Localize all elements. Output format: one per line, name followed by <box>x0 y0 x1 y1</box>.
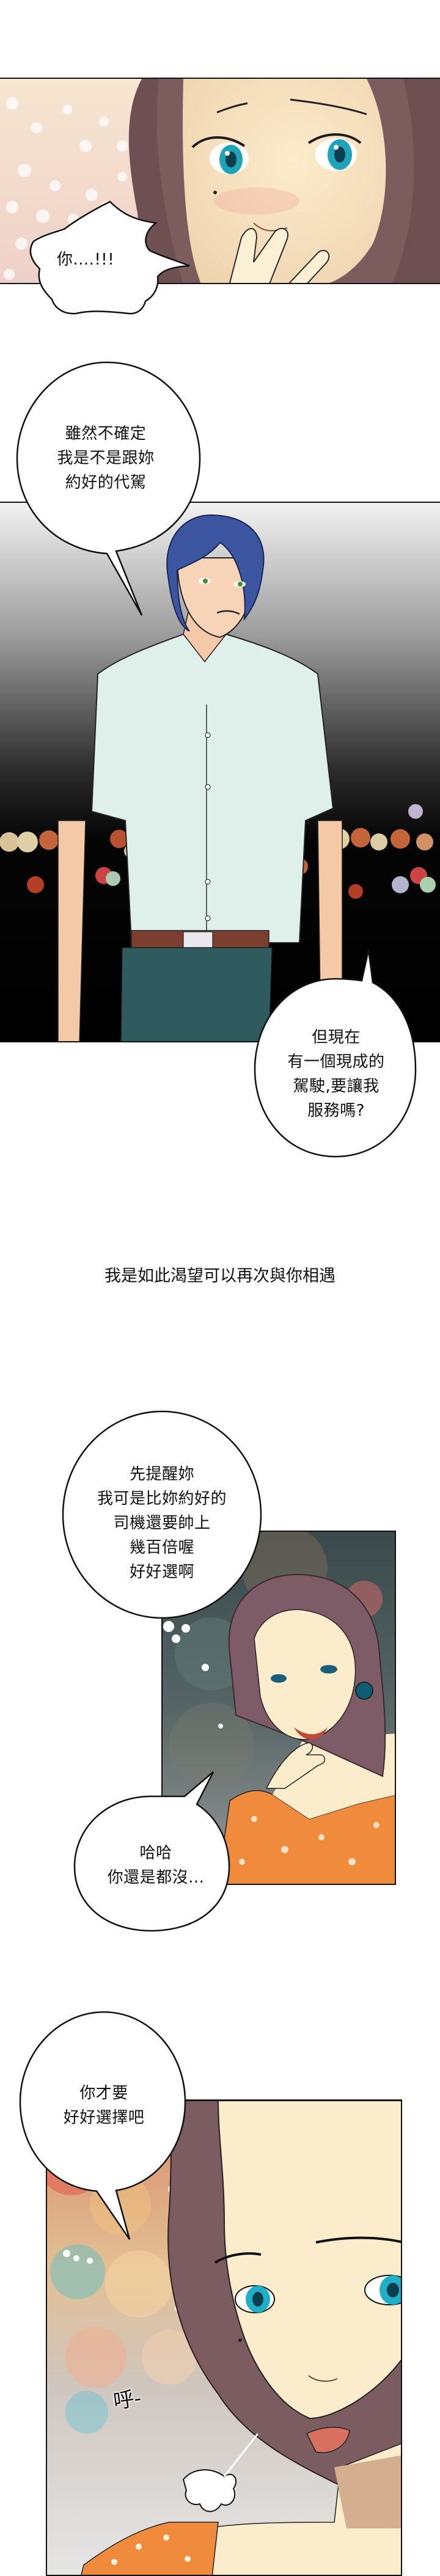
bubble-6-text: 你才要 好好選擇吧 <box>63 2084 145 2127</box>
speech-bubble-3 <box>254 950 417 1158</box>
sfx-sigh: 呼- <box>111 2385 143 2414</box>
bubble-4-text: 先提醒妳 我可是比妳約好的 司機還要帥上 幾百倍喔 好好選啊 <box>97 1465 227 1581</box>
narration-caption: 我是如此渴望可以再次與你相遇 <box>105 1267 336 1286</box>
panel-4-art <box>47 2101 401 2575</box>
breath-puff-icon <box>182 2469 237 2512</box>
panel-2-art <box>0 503 440 1041</box>
bubble-2-text: 雖然不確定 我是不是跟妳 約好的代駕 <box>57 425 155 492</box>
panel-2-man-night <box>0 502 440 1042</box>
panel-3-woman-laughing <box>161 1531 396 1885</box>
bubble-5-text: 哈哈 你還是都沒... <box>107 1844 205 1887</box>
bubble-1-text: 你....!!! <box>56 251 115 269</box>
speech-bubble-2 <box>16 361 201 616</box>
city-lights-bokeh <box>0 783 436 899</box>
panel-3-art <box>163 1532 395 1884</box>
speech-bubble-1 <box>29 200 190 315</box>
speech-bubble-4 <box>62 1410 262 1619</box>
speech-bubble-6 <box>19 2011 186 2240</box>
bubble-3-text: 但現在 有一個現成的 駕駛,要讓我 服務嗎? <box>287 1028 385 1120</box>
speech-bubble-5 <box>73 1771 230 1932</box>
